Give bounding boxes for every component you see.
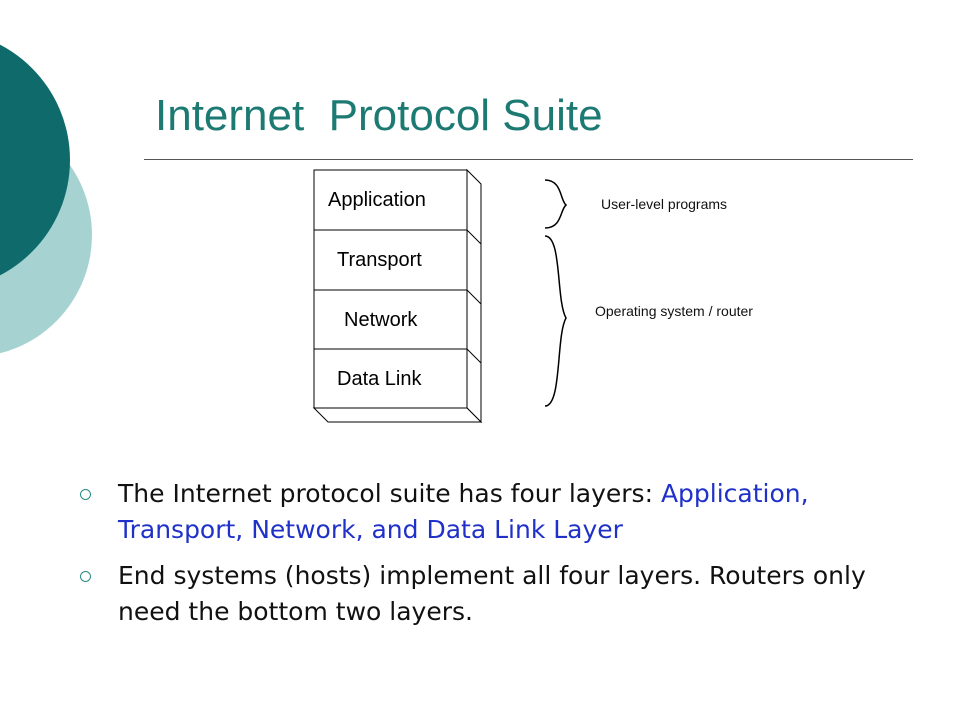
slide-title: Internet Protocol Suite bbox=[155, 91, 603, 140]
layer-label-network: Network bbox=[344, 309, 418, 331]
stack-side-face bbox=[466, 168, 482, 424]
layer-edge-1 bbox=[466, 229, 482, 245]
bullet-item: The Internet protocol suite has four lay… bbox=[80, 476, 910, 548]
os-router-label: Operating system / router bbox=[595, 303, 753, 319]
layer-box-data-link bbox=[313, 348, 468, 409]
user-level-brace bbox=[544, 179, 568, 229]
bullet-list: The Internet protocol suite has four lay… bbox=[80, 476, 910, 640]
layer-box-transport bbox=[313, 229, 468, 291]
dark-teal-circle bbox=[0, 44, 70, 276]
layer-label-transport: Transport bbox=[337, 249, 422, 271]
user-level-label: User-level programs bbox=[601, 196, 728, 212]
bullet-circle-icon bbox=[80, 571, 91, 582]
decorative-circles bbox=[0, 44, 92, 354]
os-router-brace bbox=[544, 235, 567, 407]
bullet-item: End systems (hosts) implement all four l… bbox=[80, 558, 910, 630]
layer-label-application: Application bbox=[328, 189, 426, 211]
stack-bottom-face bbox=[312, 407, 483, 423]
protocol-stack-diagram bbox=[312, 168, 568, 424]
bullet-text: End systems (hosts) implement all four l… bbox=[118, 561, 866, 626]
layer-edge-3 bbox=[466, 348, 482, 364]
layer-box-network bbox=[313, 289, 468, 350]
layer-edge-2 bbox=[466, 289, 482, 305]
bullet-highlight-text: Application, Transport, Network, and Dat… bbox=[118, 479, 809, 544]
layer-box-application bbox=[313, 169, 468, 231]
bullet-intro-text: The Internet protocol suite has four lay… bbox=[118, 479, 661, 508]
layer-label-data-link: Data Link bbox=[337, 368, 422, 390]
bullet-circle-icon bbox=[80, 489, 91, 500]
title-divider bbox=[144, 159, 913, 160]
